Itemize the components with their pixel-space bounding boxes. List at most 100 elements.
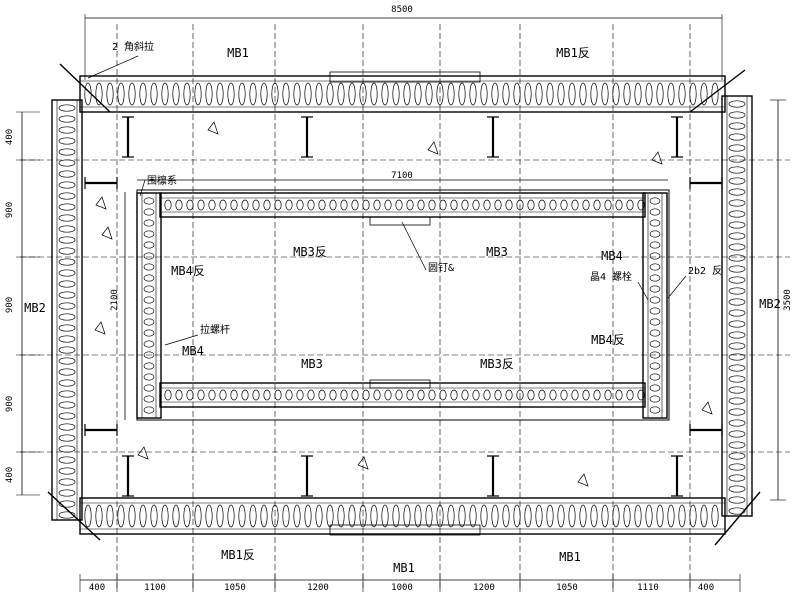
panel-mb1-top-rib — [381, 82, 389, 106]
panel-mb3-top-rib — [373, 199, 381, 211]
check-mark-9 — [577, 473, 589, 487]
panel-mb2-right-rib — [728, 364, 746, 372]
connector-bottom — [329, 524, 481, 536]
panel-mb3-top-rib — [560, 199, 568, 211]
panel-mb2-right-rib — [728, 331, 746, 339]
panel-mb1-top-rib — [293, 82, 301, 106]
panel-mb4-left-rib — [143, 318, 155, 326]
panel-mb2-right-rib — [728, 100, 746, 108]
panel-mb4-right-rib — [649, 274, 661, 282]
leader-2b2 — [667, 275, 687, 299]
panel-mb1-top-rib — [205, 82, 213, 106]
panel-mb1-top-rib — [238, 82, 246, 106]
panel-mb4-left-rib — [143, 263, 155, 271]
label-mb4-left-bottom: MB4 — [182, 344, 204, 358]
dim-bottom-5: 1000 — [391, 583, 413, 593]
label-mb3-bottom-left: MB3 — [301, 357, 323, 371]
panel-mb2-left-rib — [58, 423, 76, 431]
panel-mb3-bottom-rib — [395, 389, 403, 401]
panel-mb3-top-rib — [329, 199, 337, 211]
panel-mb1-bottom-rib — [282, 504, 290, 528]
panel-mb1-top-rib — [502, 82, 510, 106]
panel-mb3-top-rib — [461, 199, 469, 211]
panel-mb2-right-rib — [728, 430, 746, 438]
panel-mb2-right-rib — [728, 386, 746, 394]
panel-mb4-right-rib — [649, 197, 661, 205]
dim-bottom-2: 1100 — [144, 583, 166, 593]
panel-mb1-top-rib — [326, 82, 334, 106]
panel-mb1-bottom-rib — [315, 504, 323, 528]
panel-mb2-right-rib — [728, 144, 746, 152]
panel-mb2-left-rib — [58, 137, 76, 145]
panel-mb4-left-rib — [143, 285, 155, 293]
panel-mb1-bottom-rib — [524, 504, 532, 528]
panel-mb1-top-rib — [535, 82, 543, 106]
panel-mb3-top-rib — [450, 199, 458, 211]
panel-mb1-top-rib — [161, 82, 169, 106]
panel-mb3-bottom-rib — [516, 389, 524, 401]
panel-mb3-top-rib — [538, 199, 546, 211]
connector-inner-top — [369, 216, 431, 226]
panel-mb2-right-rib — [728, 188, 746, 196]
callout-nail: 圆钉& — [428, 262, 454, 274]
panel-mb3-top-rib — [318, 199, 326, 211]
panel-mb2-right-rib — [728, 243, 746, 251]
panel-mb3-top-rib — [362, 199, 370, 211]
panel-mb3-bottom-rib — [604, 389, 612, 401]
panel-mb1-top-rib — [106, 82, 114, 106]
check-mark-6 — [701, 401, 713, 415]
check-mark-4 — [101, 226, 113, 240]
label-mb3-top-left: MB3反 — [293, 245, 327, 259]
panel-mb4-right-rib — [649, 241, 661, 249]
panel-mb3-bottom-rib — [417, 389, 425, 401]
panel-mb1-bottom-rib — [502, 504, 510, 528]
panel-mb3-bottom-rib — [450, 389, 458, 401]
panel-mb2-right-rib — [728, 254, 746, 262]
panel-mb4-left — [136, 192, 162, 419]
panel-mb3-top-rib — [208, 199, 216, 211]
panel-mb3-bottom-rib — [274, 389, 282, 401]
panel-mb2-right-rib — [728, 155, 746, 163]
panel-mb3-bottom-rib — [406, 389, 414, 401]
panel-mb3-bottom-rib — [384, 389, 392, 401]
panel-mb3-top-rib — [527, 199, 535, 211]
panel-mb1-bottom-rib — [95, 504, 103, 528]
callout-corner-brace: 2 角斜拉 — [112, 40, 154, 53]
panel-mb2-right — [721, 95, 753, 517]
panel-mb3-top-rib — [219, 199, 227, 211]
panel-mb2-left-rib — [58, 258, 76, 266]
panel-mb3-top-rib — [439, 199, 447, 211]
panel-mb2-left-rib — [58, 456, 76, 464]
panel-mb4-left-rib — [143, 395, 155, 403]
panel-mb1-bottom-rib — [84, 504, 92, 528]
dim-inner-height: 2100 — [110, 289, 120, 311]
panel-mb2-right-rib — [728, 111, 746, 119]
panel-mb1-bottom-rib — [414, 504, 422, 528]
panel-mb3-bottom-rib — [164, 389, 172, 401]
geometry — [16, 14, 790, 592]
panel-mb4-right — [642, 192, 668, 419]
panel-mb2-right-rib — [728, 221, 746, 229]
panel-mb3-bottom-rib — [307, 389, 315, 401]
panel-mb1-top-rib — [601, 82, 609, 106]
panel-mb2-left-rib — [58, 302, 76, 310]
dim-overall-width: 8500 — [391, 5, 413, 15]
panel-mb1-bottom-rib — [469, 504, 477, 528]
panel-mb2-left-rib — [58, 115, 76, 123]
dim-bottom-9: 400 — [698, 583, 714, 593]
corner-brace-tr — [689, 69, 746, 113]
panel-mb1-bottom-rib — [535, 504, 543, 528]
panel-mb2-right-rib — [728, 232, 746, 240]
panel-mb2-left-rib — [58, 247, 76, 255]
panel-mb3-top-rib — [164, 199, 172, 211]
leader-waling — [139, 179, 146, 197]
panel-mb3-top-rib — [582, 199, 590, 211]
panel-mb1-top-rib — [260, 82, 268, 106]
panel-mb2-left-rib — [58, 467, 76, 475]
panel-mb1-bottom-rib — [590, 504, 598, 528]
panel-mb1-bottom-rib — [150, 504, 158, 528]
panel-mb1-top-rib — [590, 82, 598, 106]
panel-mb1-top-rib — [513, 82, 521, 106]
panel-mb1-top-rib — [546, 82, 554, 106]
